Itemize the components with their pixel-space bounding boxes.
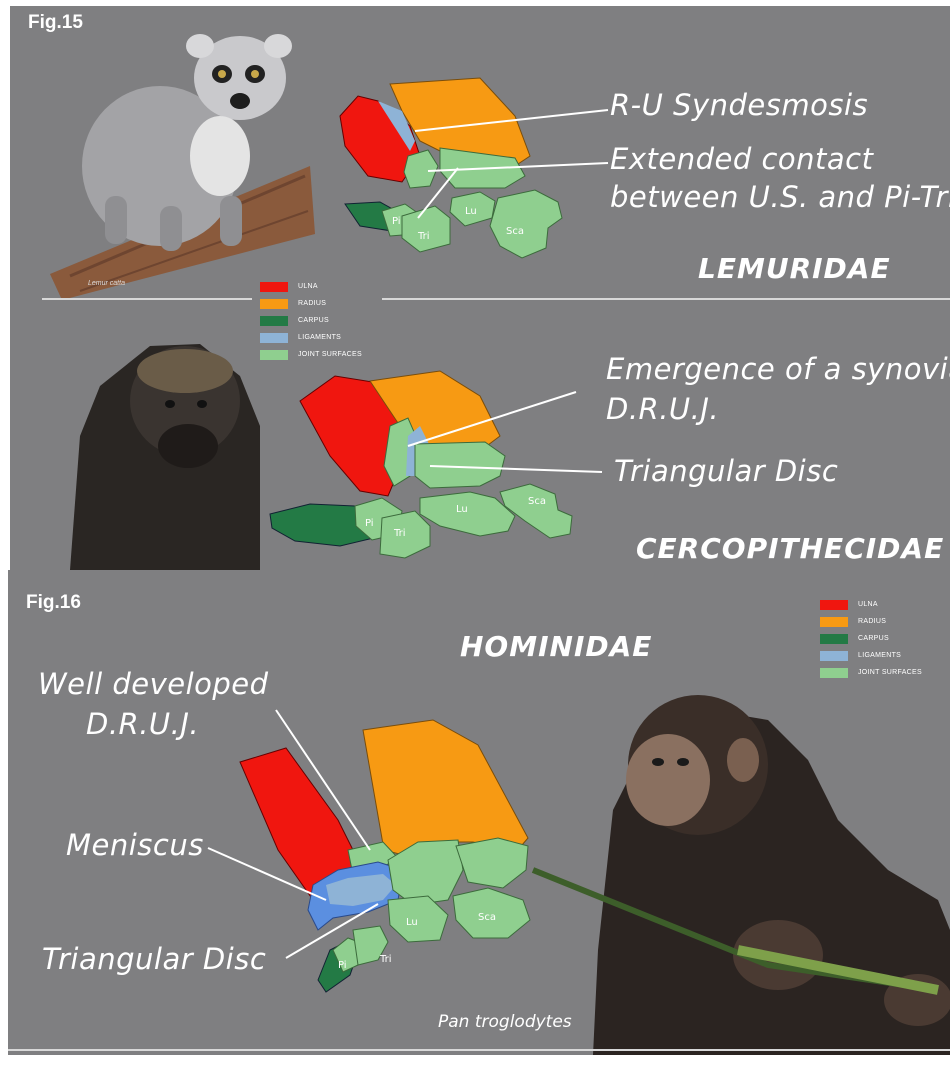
cerco-callout-druj-2: D.R.U.J. [606,390,719,428]
lemur-photo [50,34,315,300]
lemur-lu-label: Lu [465,206,477,217]
cerco-lu-label: Lu [456,504,468,515]
cercopithecidae-family-label: CERCOPITHECIDAE [636,532,944,565]
homin-callout-druj-1: Well developed [38,665,269,703]
legend-item-joint-surfaces: JOINT SURFACES [260,348,362,361]
homin-tri-label: Tri [379,954,392,965]
legend-item-radius: RADIUS [260,297,362,310]
cerco-scaphoid [500,484,572,538]
legend-item-carpus: CARPUS [260,314,362,327]
lemur-species-caption: Lemur catta [88,280,125,287]
homin-callout-disc: Triangular Disc [42,940,266,978]
figure-15-panel: Fig.15 [10,6,950,570]
cercopithecidae-wrist-diagram [270,371,602,558]
lemuridae-family-label: LEMURIDAE [698,252,891,285]
cerco-sca-label: Sca [528,496,546,507]
monkey-photo [70,344,260,570]
legend-item-joint-surfaces: JOINT SURFACES [820,666,922,679]
homin-radius [363,720,528,855]
legend-item-ulna: ULNA [260,280,362,293]
legend-item-ligaments: LIGAMENTS [260,331,362,344]
cerco-callout-disc: Triangular Disc [614,452,838,490]
chimp-species-caption: Pan troglodytes [438,1012,572,1032]
homin-lunate [388,896,448,942]
legend-item-ulna: ULNA [820,598,922,611]
lemur-callout-contact-1: Extended contact [610,140,873,178]
homin-callout-druj-2: D.R.U.J. [86,705,199,743]
hominidae-family-label: HOMINIDAE [460,630,652,663]
lemuridae-wrist-diagram [340,78,608,258]
lemur-callout-rus: R-U Syndesmosis [610,86,868,124]
lemur-sca-label: Sca [506,226,524,237]
legend-item-carpus: CARPUS [820,632,922,645]
chimpanzee-photo [533,695,950,1055]
legend-item-ligaments: LIGAMENTS [820,649,922,662]
lemur-callout-contact-2: between U.S. and Pi-Tri [610,178,950,216]
homin-pi-label: Pi [338,960,347,971]
lemur-tri-label: Tri [417,231,430,242]
cerco-pi-label: Pi [365,518,374,529]
legend-item-radius: RADIUS [820,615,922,628]
chimp-face [626,734,710,826]
cerco-callout-druj-1: Emergence of a synovial [606,350,950,388]
lemur-pi-label: Pi [392,216,401,227]
homin-callout-meniscus: Meniscus [66,826,204,864]
lemur-scaphoid [490,190,562,258]
cerco-joint-surface [415,442,505,488]
fig15-legend: ULNA RADIUS CARPUS LIGAMENTS JOINT SURFA… [260,280,362,365]
fig16-legend: ULNA RADIUS CARPUS LIGAMENTS JOINT SURFA… [820,598,922,683]
cerco-tri-label: Tri [393,528,406,539]
homin-sca-label: Sca [478,912,496,923]
figure-16-panel: Fig.16 [8,570,950,1055]
homin-lu-label: Lu [406,917,418,928]
